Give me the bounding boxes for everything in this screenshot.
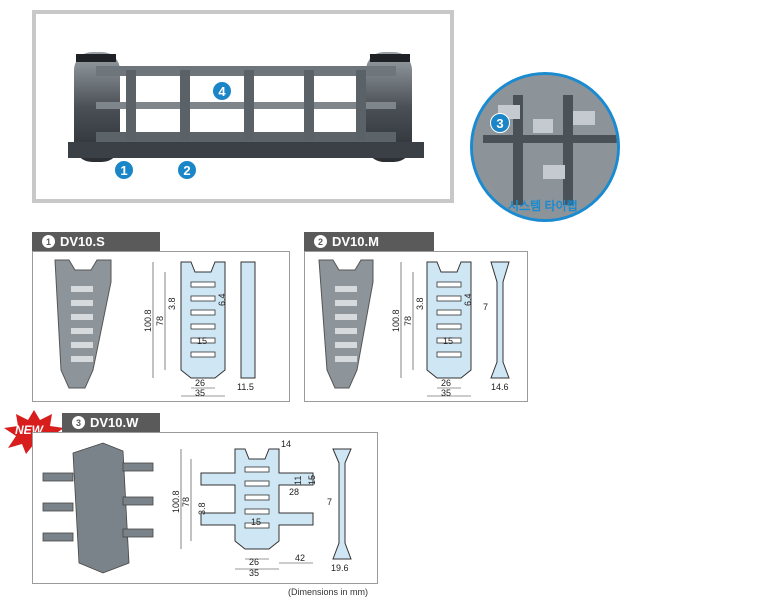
- dim-s7: 7: [327, 497, 332, 507]
- dim-side: 14.6: [491, 382, 509, 392]
- panel-number: 2: [314, 235, 327, 248]
- dim-h2: 78: [403, 316, 413, 326]
- dim-t11: 11: [293, 476, 303, 485]
- dim-h3: 3.8: [415, 297, 425, 310]
- dim-b2: 35: [441, 388, 451, 398]
- dim-side: 11.5: [237, 382, 254, 392]
- panel-tab-dv10m: 2 DV10.M: [304, 232, 434, 251]
- dim-s7: 7: [483, 302, 488, 312]
- dim-side: 19.6: [331, 563, 349, 573]
- callout-4: 4: [212, 81, 232, 101]
- dim-c: 15: [197, 336, 207, 346]
- panel-dv10s: 100.8 78 3.8 6.4 15 26 35 11.5: [32, 251, 290, 402]
- dim-w1: 6.4: [463, 293, 473, 306]
- dv10m-drawing: 100.8 78 3.8 6.4 7 15 26 35 14.6: [318, 259, 510, 398]
- panel-number: 3: [72, 416, 85, 429]
- dim-b1: 26: [441, 378, 451, 388]
- dim-h3: 3.8: [197, 502, 207, 515]
- panel-title: DV10.W: [90, 415, 139, 430]
- dim-h3: 3.8: [167, 297, 177, 310]
- dim-h2: 78: [155, 316, 165, 326]
- dim-h2: 78: [181, 497, 191, 507]
- dim-b2: 35: [249, 568, 259, 578]
- cable-chain-illustration: [68, 52, 424, 162]
- dim-t15: 15: [307, 475, 317, 485]
- dim-w1: 6.4: [217, 293, 227, 306]
- panel-number: 1: [42, 235, 55, 248]
- panel-dv10w: 100.8 78 3.8 14 11 15 28 7 15 26 35 42 1…: [32, 432, 378, 584]
- dim-b2: 35: [195, 388, 205, 398]
- dim-h1: 100.8: [171, 490, 181, 513]
- callout-3: 3: [490, 113, 510, 133]
- dim-m28: 28: [289, 487, 299, 497]
- product-photo-frame: 1 2 4: [32, 10, 454, 203]
- panel-title: DV10.S: [60, 234, 105, 249]
- dim-top: 14: [281, 439, 291, 449]
- zoom-detail-circle: [470, 72, 620, 222]
- dim-b1: 26: [249, 557, 259, 567]
- panel-dv10m: 100.8 78 3.8 6.4 7 15 26 35 14.6: [304, 251, 528, 402]
- dim-c: 15: [443, 336, 453, 346]
- dim-c: 15: [251, 517, 261, 527]
- panel-tab-dv10s: 1 DV10.S: [32, 232, 160, 251]
- dv10w-drawing: 100.8 78 3.8 14 11 15 28 7 15 26 35 42 1…: [42, 439, 352, 578]
- dv10s-drawing: 100.8 78 3.8 6.4 15 26 35 11.5: [54, 259, 256, 398]
- dim-b1: 26: [195, 378, 205, 388]
- dim-w42: 42: [295, 553, 305, 563]
- panel-tab-dv10w: 3 DV10.W: [62, 413, 160, 432]
- zoom-caption: 시스템 타이랩: [508, 199, 578, 213]
- dim-h1: 100.8: [391, 309, 401, 332]
- dimensions-footnote: (Dimensions in mm): [288, 587, 369, 597]
- panel-title: DV10.M: [332, 234, 379, 249]
- dim-h1: 100.8: [143, 309, 153, 332]
- callout-1: 1: [114, 160, 134, 180]
- callout-2: 2: [177, 160, 197, 180]
